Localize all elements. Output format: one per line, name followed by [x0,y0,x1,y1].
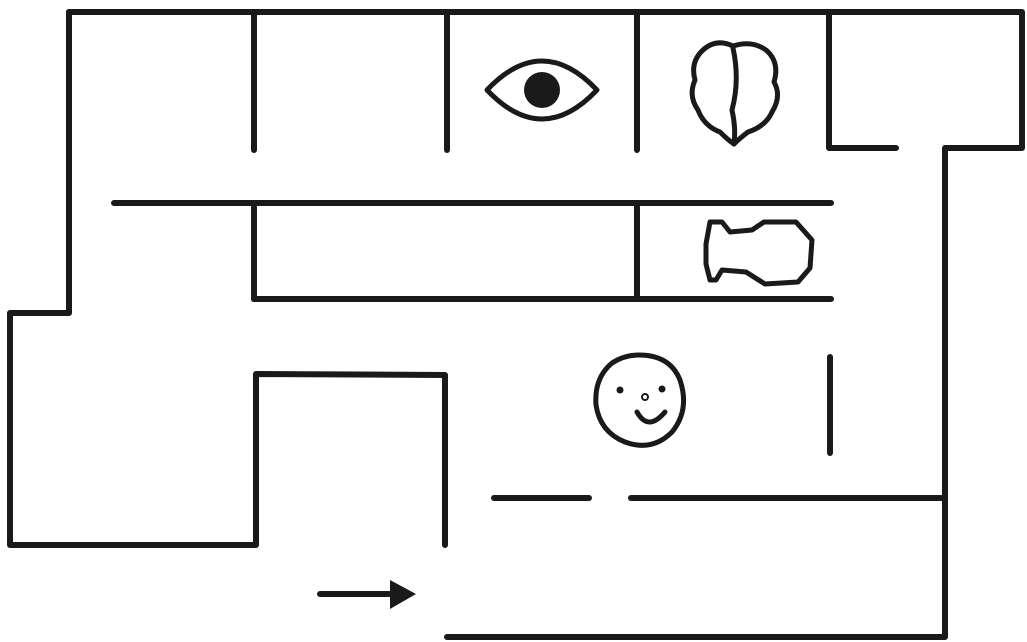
outer-walls [7,9,1025,640]
top-room-dividers [251,9,899,153]
outer-wall-left-top [66,9,1025,640]
outer-wall-left [7,9,448,548]
corridor-walls [111,200,948,501]
arrow-right-icon [317,580,416,609]
divider-4 [826,9,899,151]
face-icon [593,352,687,448]
brain-icon [689,40,780,147]
bone-icon [703,219,815,287]
eye-icon [484,58,600,122]
